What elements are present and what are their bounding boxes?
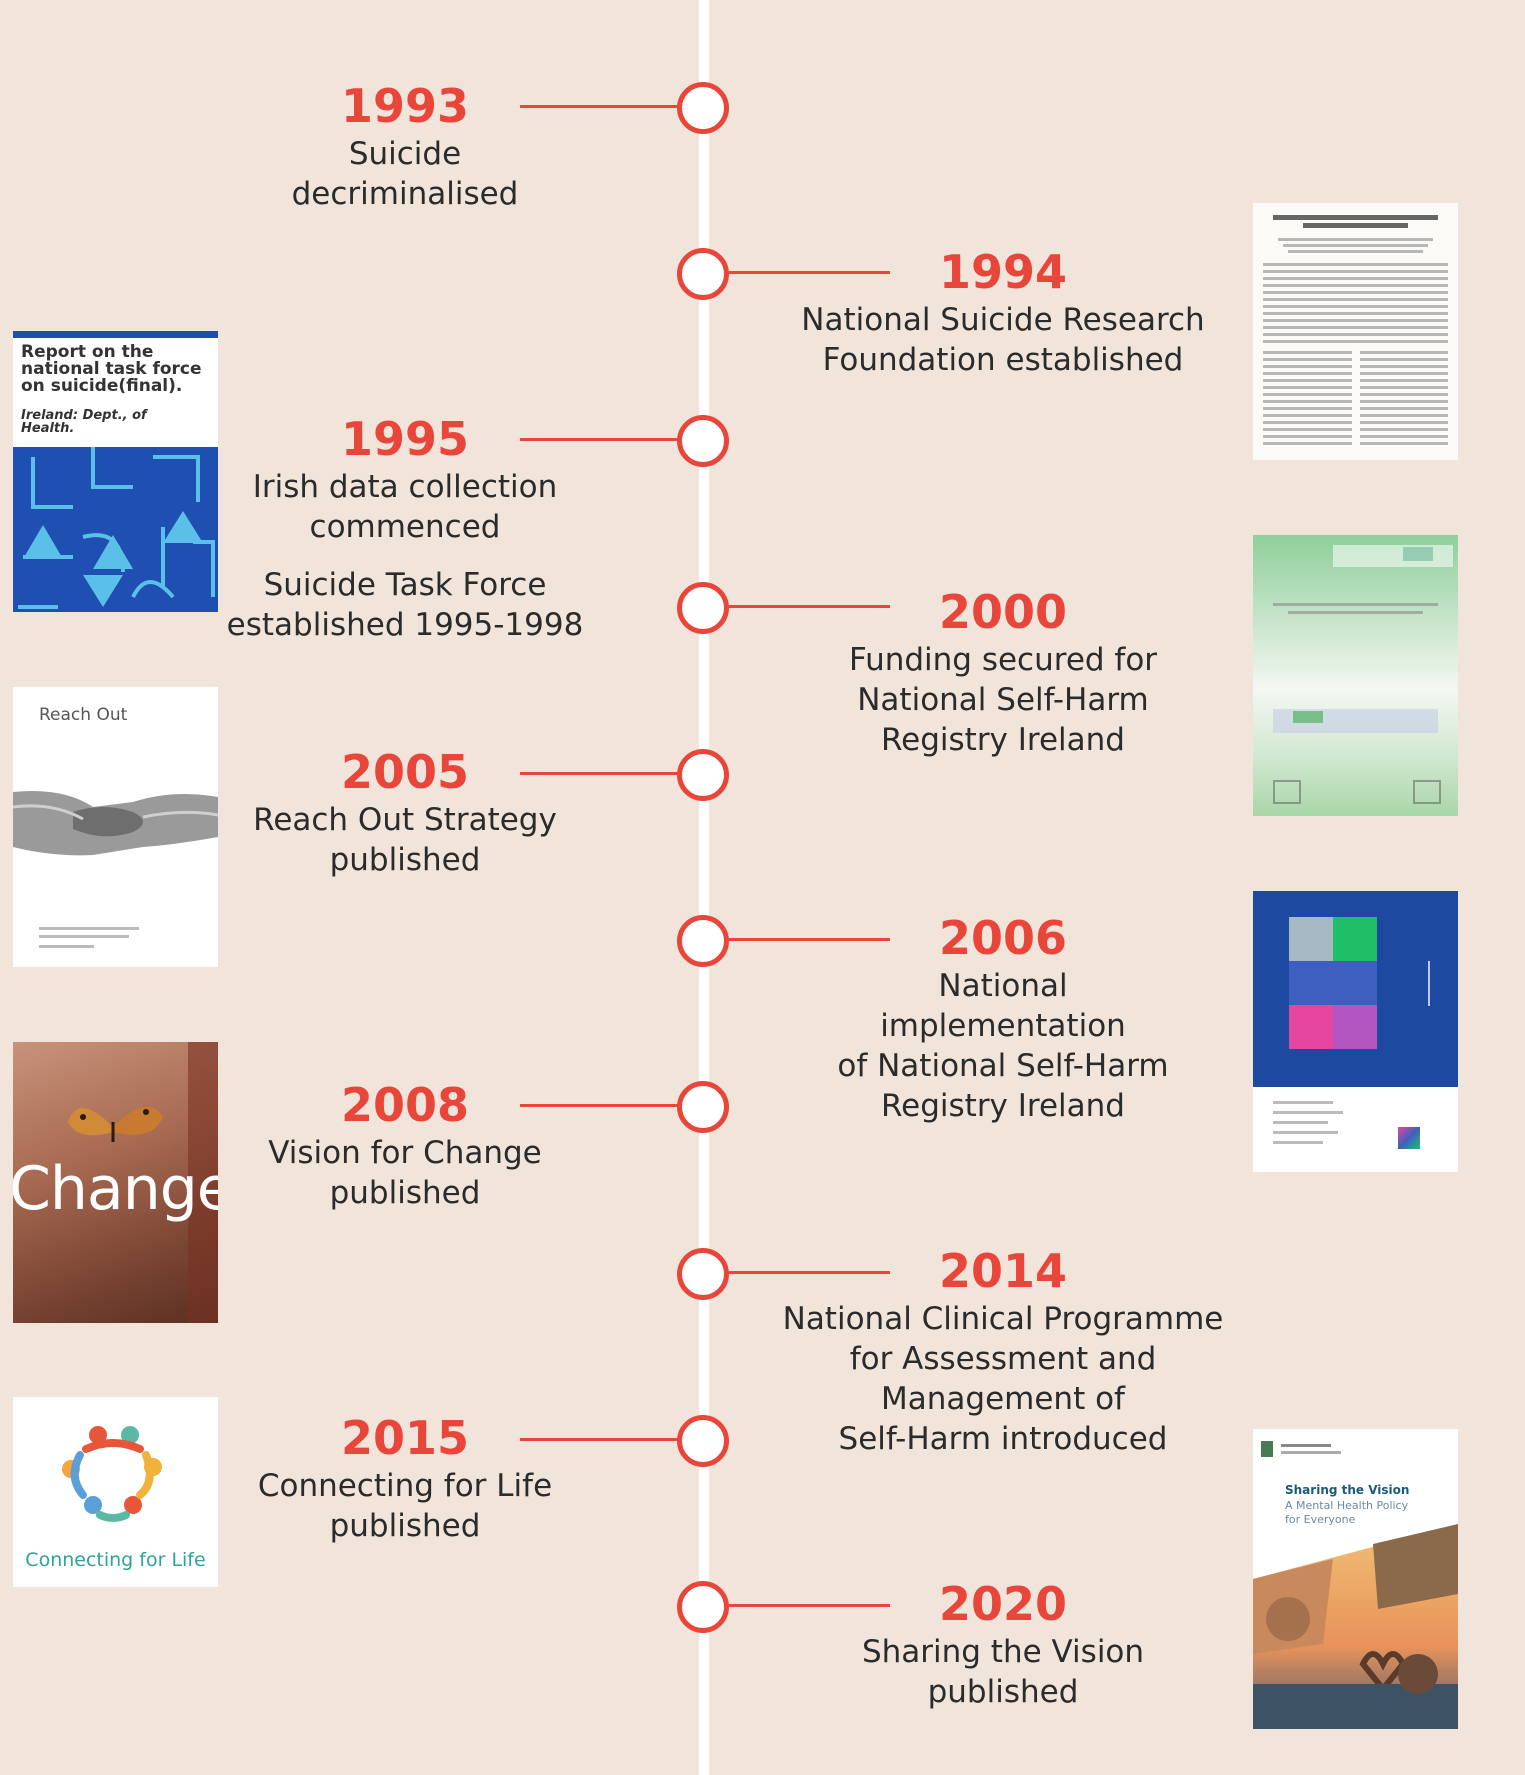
vision-for-change-cover: Change xyxy=(13,1042,218,1323)
event-text: Sharing the Vision xyxy=(861,1634,1145,1670)
registry-report-cover xyxy=(1253,891,1458,1172)
event-year: 2006 xyxy=(938,911,1068,965)
reach-out-cover: Reach Out xyxy=(13,687,218,967)
timeline-marker xyxy=(677,749,729,801)
timeline-marker xyxy=(677,1081,729,1133)
event-text: National xyxy=(938,968,1068,1004)
timeline-marker xyxy=(677,1248,729,1300)
timeline-axis xyxy=(699,0,709,1775)
event-text: for Assessment and xyxy=(849,1341,1157,1377)
cover-title: Connecting for Life xyxy=(25,1549,206,1571)
event-year: 1993 xyxy=(340,79,470,133)
event-text: Self-Harm introduced xyxy=(838,1421,1168,1457)
timeline-marker xyxy=(677,248,729,300)
event-text: Registry Ireland xyxy=(881,1088,1125,1124)
event-text: National Self-Harm xyxy=(857,682,1149,718)
connector-line xyxy=(729,605,890,608)
event-label-1995: 1995 Irish data collection commenced xyxy=(215,411,595,547)
event-text: published xyxy=(927,1674,1079,1710)
event-label-2000: 2000 Funding secured for National Self-H… xyxy=(778,584,1228,760)
connector-line xyxy=(729,938,890,941)
connector-line xyxy=(729,271,890,274)
event-text: established 1995-1998 xyxy=(226,607,584,643)
event-text: Management of xyxy=(881,1381,1125,1417)
timeline-marker xyxy=(677,1415,729,1467)
event-text: of National Self-Harm xyxy=(837,1048,1169,1084)
cover-subtitle: A Mental Health Policy for Everyone xyxy=(1285,1499,1409,1526)
event-label-1993: 1993 Suicide decriminalised xyxy=(215,78,595,214)
event-label-2008: 2008 Vision for Change published xyxy=(215,1077,595,1213)
cover-author: Ireland: Dept., of Health. xyxy=(21,408,147,436)
connector-line xyxy=(520,438,682,441)
connector-line xyxy=(729,1604,890,1607)
butterfly-image xyxy=(68,1106,163,1142)
connector-line xyxy=(520,1438,682,1441)
timeline-marker xyxy=(677,915,729,967)
event-label-1994: 1994 National Suicide Research Foundatio… xyxy=(778,244,1228,380)
timeline-marker xyxy=(677,582,729,634)
event-text: National Suicide Research xyxy=(801,302,1205,338)
cover-title: Sharing the Vision xyxy=(1285,1483,1410,1497)
handshake-image xyxy=(13,791,218,856)
event-year: 2000 xyxy=(938,585,1068,639)
event-year: 2014 xyxy=(938,1244,1068,1298)
event-year: 1995 xyxy=(340,412,470,466)
event-year: 2020 xyxy=(938,1577,1068,1631)
journal-paper-cover xyxy=(1253,203,1458,460)
connector-line xyxy=(520,1104,682,1107)
cover-pattern xyxy=(13,447,218,612)
event-text: published xyxy=(329,1508,481,1544)
event-text: Registry Ireland xyxy=(881,722,1125,758)
event-text: Suicide xyxy=(348,136,462,172)
event-text: Suicide Task Force xyxy=(263,567,547,603)
event-text: Foundation established xyxy=(822,342,1184,378)
event-year: 1994 xyxy=(938,245,1068,299)
cfl-logo-icon xyxy=(62,1426,162,1522)
cover-title: Reach Out xyxy=(39,705,128,725)
clinical-programme-cover xyxy=(1253,535,1458,816)
sharing-the-vision-cover: Sharing the Vision A Mental Health Polic… xyxy=(1253,1429,1458,1729)
event-text: Connecting for Life xyxy=(257,1468,553,1504)
connector-line xyxy=(520,105,682,108)
event-text: Funding secured for xyxy=(848,642,1158,678)
event-year: 2008 xyxy=(340,1078,470,1132)
event-text: National Clinical Programme xyxy=(782,1301,1224,1337)
connecting-for-life-cover: Connecting for Life xyxy=(13,1397,218,1587)
event-year: 2005 xyxy=(340,745,470,799)
event-text: published xyxy=(329,842,481,878)
event-text: Vision for Change xyxy=(268,1135,542,1171)
event-label-2006: 2006 National implementation of National… xyxy=(778,910,1228,1126)
event-text: Reach Out Strategy xyxy=(253,802,557,838)
event-label-2014: 2014 National Clinical Programme for Ass… xyxy=(765,1243,1241,1459)
people-photo-collage xyxy=(1253,1524,1458,1729)
event-label-task-force: Suicide Task Force established 1995-1998 xyxy=(215,565,595,645)
timeline-marker xyxy=(677,1581,729,1633)
connector-line xyxy=(520,772,682,775)
cover-title: Report on the national task force on sui… xyxy=(21,342,202,396)
event-text: commenced xyxy=(309,509,501,545)
event-year: 2015 xyxy=(340,1411,470,1465)
event-text: decriminalised xyxy=(291,176,519,212)
timeline-marker xyxy=(677,82,729,134)
event-label-2015: 2015 Connecting for Life published xyxy=(215,1410,595,1546)
timeline-marker xyxy=(677,415,729,467)
cover-title: Change xyxy=(13,1154,218,1224)
event-text: implementation xyxy=(880,1008,1126,1044)
event-label-2005: 2005 Reach Out Strategy published xyxy=(215,744,595,880)
connector-line xyxy=(729,1271,890,1274)
event-text: Irish data collection xyxy=(252,469,558,505)
task-force-report-cover: Report on the national task force on sui… xyxy=(13,331,218,612)
event-label-2020: 2020 Sharing the Vision published xyxy=(778,1576,1228,1712)
event-text: published xyxy=(329,1175,481,1211)
